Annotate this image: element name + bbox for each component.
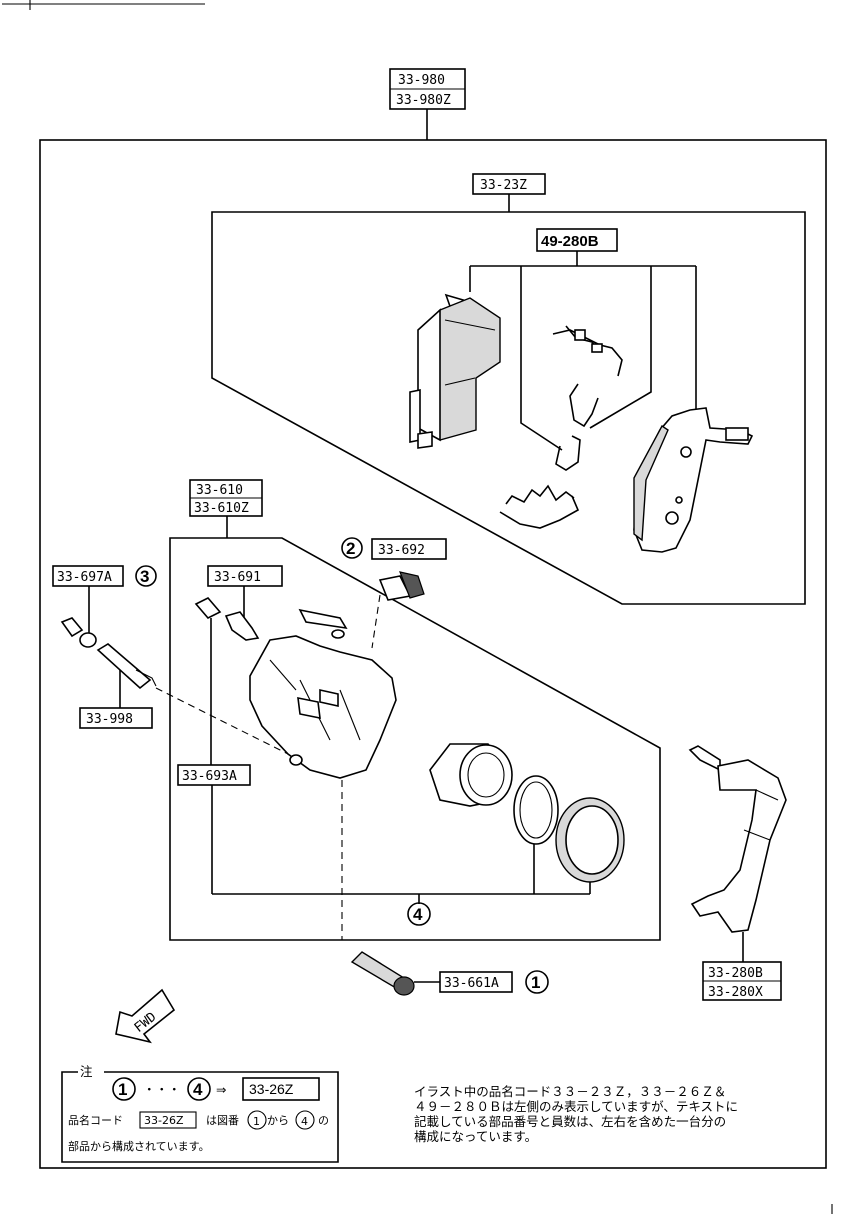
bracket-code-2: 33-280X (708, 985, 763, 1000)
mounting-bracket (688, 745, 787, 962)
assembly-frame (39, 139, 827, 1169)
note-dots: ・・・ (143, 1082, 181, 1097)
caliper-frame (169, 537, 661, 941)
pad-kit-group: 33-23Z (211, 173, 806, 605)
guide-pin (60, 617, 301, 761)
inner-brake-pad (409, 293, 501, 449)
note-line2-prefix: 品名コード (68, 1113, 123, 1127)
assembly-code-2: 33-980Z (396, 93, 451, 108)
note-line2-circle-1: 1 (253, 1115, 260, 1128)
note-line2-circle-4: 4 (301, 1115, 308, 1128)
bolt-code: 33-661A (444, 976, 499, 991)
outer-brake-pad (633, 407, 754, 553)
remark-line-2: ４９－２８０Ｂは左側のみ表示していますが、テキストに (414, 1099, 738, 1114)
note-line2-from: から (267, 1114, 289, 1127)
pad-kit-code: 33-23Z (480, 178, 527, 193)
bleeder-screw-label: 33-691 (207, 565, 283, 618)
bleeder-cap-label: 2 33-692 (341, 537, 447, 560)
note-title: 注 (80, 1064, 93, 1079)
note-line2-end: の (318, 1114, 329, 1127)
bolt-label: 33-661A 1 (439, 970, 549, 994)
callout-3: 3 (140, 567, 149, 586)
guide-pin-label: 33-998 (79, 707, 153, 729)
note-line2-middle: は図番 (206, 1114, 239, 1127)
note-kit-code: 33-26Z (249, 1081, 294, 1097)
assembly-code-1: 33-980 (398, 73, 445, 88)
pad-set-code: 49-280B (541, 233, 599, 250)
caliper-code-2: 33-610Z (194, 501, 249, 516)
boot-code: 33-693A (182, 769, 237, 784)
note-circled-1: 1 (118, 1080, 127, 1099)
piston-and-seals (429, 743, 625, 894)
pad-clips (499, 325, 623, 529)
note-box: 注 1 ・・・ 4 ⇒ 33-26Z 品名コード 33-26Z は図番 1 から… (61, 1064, 339, 1163)
remark-line-3: 記載している部品番号と員数は、左右を含めた一台分の (414, 1114, 726, 1129)
note-line3: 部品から構成されています。 (68, 1139, 210, 1153)
bleeder-screw-code: 33-691 (214, 570, 261, 585)
pad-kit-frame (211, 211, 806, 605)
remark-text: イラスト中の品名コード３３－２３Ｚ，３３－２６Ｚ＆ ４９－２８０Ｂは左側のみ表示… (414, 1084, 738, 1144)
bleeder-cap-code: 33-692 (378, 543, 425, 558)
callout-4: 4 (413, 905, 423, 924)
callout-2: 2 (346, 539, 355, 558)
callout-1: 1 (531, 973, 540, 992)
note-arrow: ⇒ (216, 1082, 226, 1097)
bracket-label: 33-280B 33-280X (702, 961, 782, 1001)
pin-boot-label: 33-697A 3 (52, 565, 157, 634)
forward-arrow-icon: FWD (115, 988, 176, 1044)
note-circled-4: 4 (193, 1080, 203, 1099)
boot-label: 33-693A (177, 764, 590, 904)
guide-pin-code: 33-998 (86, 712, 133, 727)
note-line2-code: 33-26Z (144, 1114, 184, 1127)
caliper-label: 33-610 33-610Z (189, 479, 263, 538)
bleeder-screw (194, 597, 260, 765)
callout-4-group: 4 (407, 902, 431, 926)
assembly-label: 33-980 33-980Z (389, 68, 466, 140)
remark-line-4: 構成になっています。 (414, 1129, 537, 1144)
remark-line-1: イラスト中の品名コード３３－２３Ｚ，３３－２６Ｚ＆ (414, 1084, 726, 1099)
bolt (350, 951, 440, 996)
bleeder-cap (371, 571, 425, 649)
corner-marks (2, 0, 833, 1214)
bracket-code-1: 33-280B (708, 966, 763, 981)
pin-boot-code: 33-697A (57, 570, 112, 585)
caliper-code-1: 33-610 (196, 483, 243, 498)
pad-set-group: 49-280B (469, 228, 697, 451)
caliper-body (249, 608, 397, 940)
